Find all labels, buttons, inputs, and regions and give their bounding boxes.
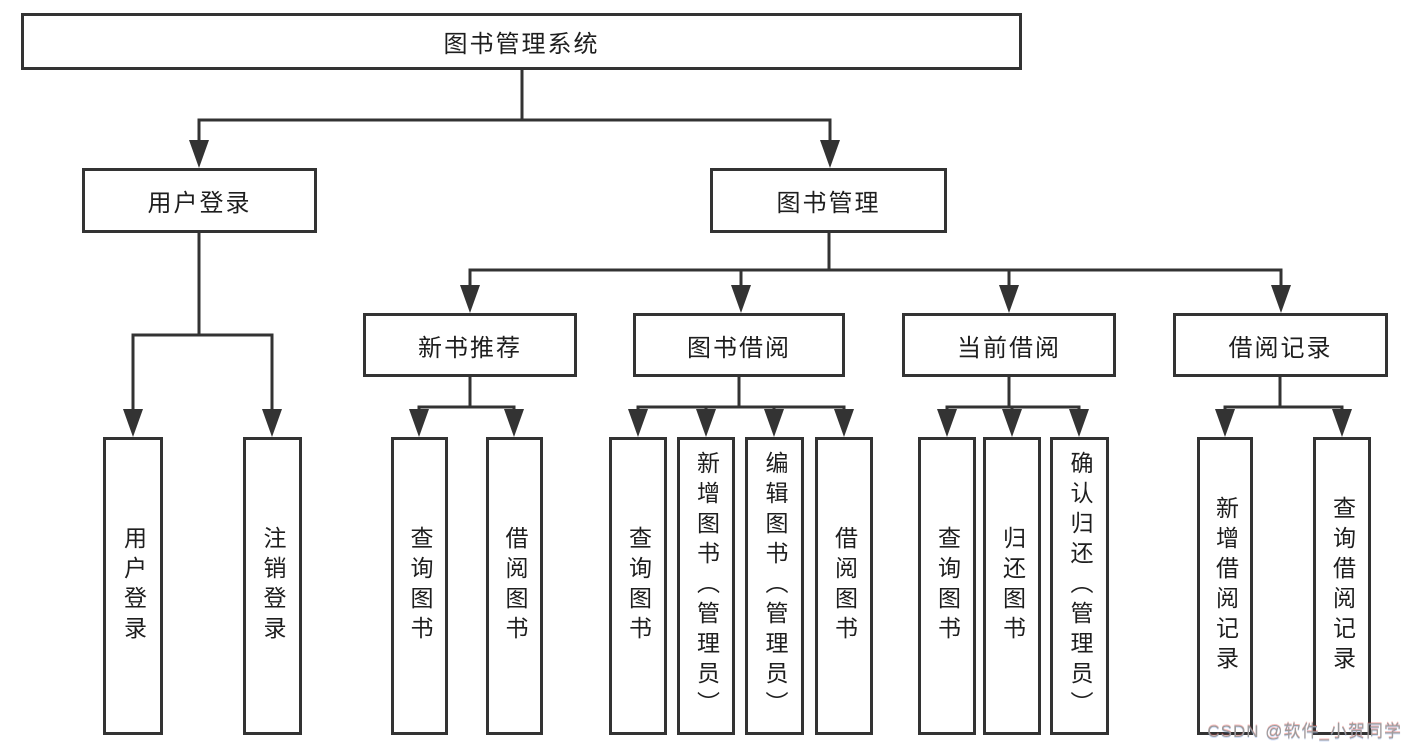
node-book-management: 图书管理 [710, 168, 947, 233]
node-label: 查询图书 [407, 526, 433, 646]
leaf-borrow-books: 借阅图书 [486, 437, 543, 735]
node-current-borrowing: 当前借阅 [902, 313, 1116, 377]
leaf-add-borrow-record: 新增借阅记录 [1197, 437, 1253, 735]
leaf-query-books: 查询图书 [391, 437, 448, 735]
leaf-return-books: 归还图书 [983, 437, 1041, 735]
leaf-query-borrow-record: 查询借阅记录 [1313, 437, 1371, 735]
node-label: 查询图书 [934, 526, 961, 646]
node-label: 借阅图书 [831, 526, 858, 646]
node-label: 用户登录 [147, 190, 252, 217]
node-borrowing-records: 借阅记录 [1173, 313, 1388, 377]
leaf-query-books: 查询图书 [609, 437, 667, 735]
node-library-management-system: 图书管理系统 [21, 13, 1022, 70]
node-label: 新增图书（管理员） [693, 451, 720, 721]
node-label: 注销登录 [260, 526, 286, 646]
node-label: 借阅记录 [1228, 334, 1333, 362]
leaf-confirm-return-admin: 确认归还（管理员） [1050, 437, 1109, 735]
node-label: 新书推荐 [418, 334, 522, 362]
node-label: 查询图书 [625, 526, 652, 646]
leaf-user-login: 用户登录 [103, 437, 163, 735]
node-label: 查询借阅记录 [1329, 496, 1356, 676]
leaf-query-books: 查询图书 [918, 437, 976, 735]
leaf-edit-books-admin: 编辑图书（管理员） [745, 437, 804, 735]
node-label: 确认归还（管理员） [1067, 451, 1093, 721]
leaf-borrow-books: 借阅图书 [815, 437, 873, 735]
node-label: 图书管理系统 [443, 31, 600, 58]
node-user-login: 用户登录 [82, 168, 317, 233]
leaf-logout: 注销登录 [243, 437, 302, 735]
node-label: 图书管理 [776, 190, 881, 217]
node-label: 当前借阅 [957, 334, 1061, 362]
node-label: 编辑图书（管理员） [762, 451, 788, 721]
node-label: 归还图书 [999, 526, 1026, 646]
leaf-add-books-admin: 新增图书（管理员） [677, 437, 735, 735]
node-label: 用户登录 [120, 526, 147, 646]
node-label: 新增借阅记录 [1212, 496, 1239, 676]
node-label: 借阅图书 [502, 526, 528, 646]
node-label: 图书借阅 [687, 334, 791, 362]
csdn-watermark: CSDN @软件_小贺同学 [1207, 722, 1402, 741]
node-book-borrowing: 图书借阅 [633, 313, 845, 377]
node-new-book-recommendation: 新书推荐 [363, 313, 577, 377]
